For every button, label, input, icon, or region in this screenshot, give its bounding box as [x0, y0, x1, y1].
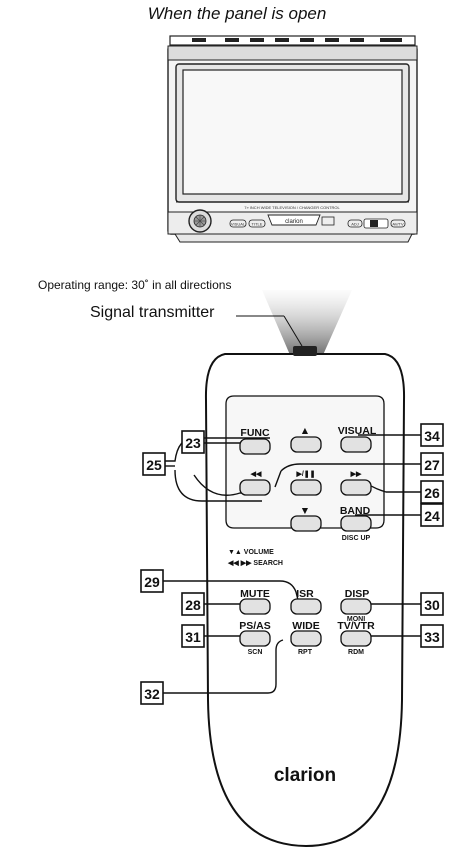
panel-open-heading: When the panel is open — [147, 4, 327, 23]
callout-numbers: 23 34 25 27 26 24 29 28 30 31 33 32 — [140, 423, 444, 705]
disp-sub-label: MONI — [347, 616, 365, 623]
head-unit-visual-button[interactable] — [229, 219, 247, 228]
signal-beam — [262, 290, 352, 355]
rewind-button[interactable] — [239, 479, 271, 496]
callout-25: 25 — [146, 457, 162, 473]
tv-vtr-button[interactable] — [340, 630, 372, 647]
tvvtr-label: TV/VTR — [337, 620, 375, 632]
remote-buttons: FUNC ▲ VISUAL ◀◀ ▶/❚❚ ▶▶ ▼ BAND DISC UP … — [239, 425, 377, 656]
head-unit-logo-plate — [267, 214, 321, 226]
callout-27: 27 — [424, 457, 440, 473]
screen-caption: 7» INCH WIDE TELEVISION / CHANGER CONTRO… — [244, 205, 340, 210]
head-unit-top-buttons — [192, 38, 402, 42]
band-button[interactable] — [340, 515, 372, 532]
callout-30: 30 — [424, 597, 440, 613]
legend-search: ◀◀ ▶▶ SEARCH — [227, 560, 283, 567]
playpause-label: ▶/❚❚ — [295, 470, 315, 478]
callout-24: 24 — [424, 508, 440, 524]
head-unit-avtv-button[interactable] — [390, 219, 406, 228]
callout-34: 34 — [424, 428, 440, 444]
head-unit-eject-button[interactable] — [321, 216, 335, 226]
isr-button[interactable] — [290, 598, 322, 615]
visual-label: VISUAL — [338, 425, 377, 437]
svg-text:ADJ: ADJ — [351, 222, 359, 227]
psas-sub-label: SCN — [248, 649, 263, 656]
play-pause-button[interactable] — [290, 479, 322, 496]
screen — [182, 69, 403, 195]
func-label: FUNC — [240, 427, 270, 439]
svg-text:TITLE: TITLE — [252, 222, 263, 227]
svg-text:AV/TV: AV/TV — [392, 222, 404, 227]
visual-button[interactable] — [340, 436, 372, 453]
callout-28: 28 — [185, 597, 201, 613]
down-button[interactable] — [290, 515, 322, 532]
band-sub-label: DISC UP — [342, 535, 371, 542]
head-unit-top-strip — [169, 35, 416, 46]
psas-label: PS/AS — [239, 620, 271, 632]
svg-text:VISUAL: VISUAL — [231, 222, 246, 227]
callout-29: 29 — [144, 574, 160, 590]
isr-label: ISR — [296, 588, 314, 600]
mute-label: MUTE — [240, 588, 270, 600]
head-unit-logo: clarion — [285, 219, 303, 225]
rew-label: ◀◀ — [250, 471, 262, 478]
callout-31: 31 — [185, 629, 201, 645]
wide-sub-label: RPT — [298, 649, 313, 656]
func-button[interactable] — [239, 438, 271, 455]
callout-32: 32 — [144, 686, 160, 702]
band-label: BAND — [340, 505, 371, 517]
fast-forward-button[interactable] — [340, 479, 372, 496]
disp-button[interactable] — [340, 598, 372, 615]
head-unit-adj-button[interactable] — [347, 219, 363, 228]
head-unit-illustration: 7» INCH WIDE TELEVISION / CHANGER CONTRO… — [167, 35, 418, 243]
tvvtr-sub-label: RDM — [348, 649, 364, 656]
up-button[interactable] — [290, 436, 322, 453]
ff-label: ▶▶ — [350, 471, 362, 478]
callout-23: 23 — [185, 435, 201, 451]
legend-volume: ▼▲ VOLUME — [228, 549, 274, 556]
wide-label: WIDE — [292, 620, 319, 632]
disp-label: DISP — [345, 588, 370, 600]
ir-emitter — [293, 346, 317, 356]
callout-33: 33 — [424, 629, 440, 645]
down-label: ▼ — [300, 505, 310, 517]
ps-as-button[interactable] — [239, 630, 271, 647]
operating-range-caption: Operating range: 30˚ in all directions — [38, 278, 232, 292]
signal-transmitter-label: Signal transmitter — [90, 304, 215, 321]
head-unit-title-button[interactable] — [248, 219, 266, 228]
remote-brand-logo: clarion — [274, 765, 336, 786]
wide-button[interactable] — [290, 630, 322, 647]
mute-button[interactable] — [239, 598, 271, 615]
up-label: ▲ — [300, 425, 310, 437]
callout-26: 26 — [424, 485, 440, 501]
